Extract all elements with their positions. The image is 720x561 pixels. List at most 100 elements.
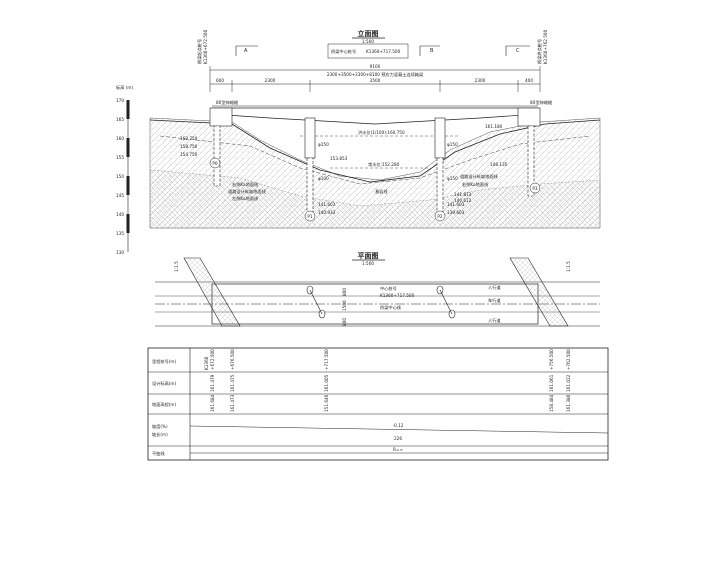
curve-value: R=∞: [393, 447, 403, 452]
pier-label: P1: [307, 214, 313, 219]
table-cell: 161.022: [566, 374, 571, 392]
geo-note: 左侧Ka地面线: [232, 195, 259, 202]
dim-3: 3500: [370, 78, 381, 83]
table-cell: 161.684: [210, 394, 215, 412]
table-cell: K1360: [204, 356, 209, 370]
table-cell: 161.380: [566, 394, 571, 412]
left-abutment-label: 桥梁起点桩号: [196, 39, 203, 64]
plan-title: 平面图: [358, 251, 379, 260]
row-label: 设计标高(m): [152, 380, 176, 387]
pile-bottom-elev: 141.603: [318, 202, 336, 207]
right-elev: 141.813: [454, 192, 472, 197]
elev-tick: 165: [116, 117, 124, 122]
pier-label: P0: [212, 161, 218, 166]
plan-piers: [306, 285, 456, 319]
bedrock-layer: [149, 169, 601, 229]
section-marks: A B C: [235, 45, 530, 56]
right-elev: 140.612: [454, 198, 472, 203]
lane-mid: 车行道: [488, 297, 501, 304]
pile-bottom-elev: 139.603: [447, 210, 465, 215]
plan-scale: 1:500: [362, 261, 374, 266]
plan-dim: 800: [342, 288, 347, 296]
pile-dia: φ100: [318, 176, 329, 181]
lane-bottom: 人行道: [488, 317, 501, 324]
pile-bottom-elev: 141.603: [447, 202, 465, 207]
left-abutment: [209, 107, 233, 127]
table-cell: 151.646: [324, 394, 329, 412]
left-elev: 162.750: [180, 136, 198, 141]
row-label: 里程桩号(m): [152, 358, 176, 365]
design-grade-line: [159, 135, 591, 185]
mid-elev: 153.853: [330, 156, 348, 161]
plan-bridge-center: 桥梁中心线: [380, 304, 402, 311]
table-cell: 158.484: [549, 394, 554, 412]
plan-dim: 1500: [342, 300, 347, 311]
right-abutment-label: 桥梁终点桩号: [536, 39, 543, 64]
elev-tick: 140: [116, 212, 124, 217]
length-value: 226: [394, 436, 402, 441]
geo-note: 基岩线: [375, 188, 388, 195]
bridge-center-label: 桥梁中心桩号: [331, 48, 356, 55]
right-abutment-station: K1360+762.500: [543, 29, 548, 64]
table-cell: 161.473: [230, 394, 235, 412]
ground-elev-row: 161.684 161.473 151.646 158.484 161.380: [210, 394, 571, 412]
dim-4: 2300: [475, 78, 486, 83]
elevation-scale: 1:500: [362, 39, 374, 44]
right-abutment: [517, 107, 541, 127]
elev-tick: 150: [116, 174, 124, 179]
row-label: 地面高程(m): [152, 401, 176, 408]
elev-tick: 155: [116, 155, 124, 160]
station-row: K1360 +672.500 +676.500 +717.500 +756.50…: [204, 349, 571, 370]
right-elev: 148.135: [490, 162, 508, 167]
table-cell: +672.500: [210, 349, 215, 370]
table-cell: +762.500: [566, 349, 571, 370]
table-cell: 161.061: [549, 374, 554, 392]
length-label: 坡长(m): [152, 431, 168, 438]
grade-label: 坡度(%): [152, 423, 168, 430]
bridge-center-station: K1360+717.500: [366, 49, 401, 54]
pile-dia: φ150: [447, 176, 458, 181]
normal-water-level: 常水位:152.280: [368, 161, 400, 168]
span-note: 2300+3500+2300+8100 预应力混凝土连续箱梁: [327, 71, 424, 78]
dim-5: 400: [525, 78, 533, 83]
geo-note: 道路设计纵坡地面线: [460, 173, 499, 180]
elevation-axis: 标高 (m) 170 165 160 155 150 145 140 135 1…: [116, 84, 133, 255]
dim-1: 600: [216, 78, 224, 83]
plan-view: 平面图 1:500 1:1.5 1:1.5 800 1500: [155, 251, 600, 327]
plan-center-label: 中心桩号: [380, 285, 397, 292]
section-mark-a: A: [244, 48, 248, 54]
pier-labels: P0 P1 P2 P3: [209, 157, 541, 222]
grade-value: -0.12: [393, 423, 404, 428]
plan-center-station: K1360+717.500: [380, 293, 415, 298]
pile-dia: φ150: [447, 142, 458, 147]
right-elev: 161.180: [485, 124, 503, 129]
elev-tick: 135: [116, 231, 124, 236]
elev-tick: 130: [116, 250, 124, 255]
curve-label: 平曲线: [152, 450, 165, 457]
left-elev: 154.750: [180, 152, 198, 157]
geo-note: 右侧Ka地面线: [232, 181, 259, 188]
table-cell: +676.500: [230, 349, 235, 370]
elev-tick: 160: [116, 136, 124, 141]
pier-label: P3: [532, 186, 538, 191]
plan-dim: 800: [342, 318, 347, 326]
elev-axis-label: 标高 (m): [116, 84, 133, 91]
grade-line: [189, 425, 609, 434]
design-elev-row: 161.479 161.475 161.005 161.061 161.022: [210, 374, 571, 392]
geo-note: 道路设计纵坡地面线: [228, 188, 267, 195]
dimension-lines: [209, 66, 541, 92]
slope-left: 1:1.5: [174, 261, 179, 272]
total-length: 9100: [370, 64, 381, 69]
table-cell: 161.475: [230, 374, 235, 392]
pier-label: P2: [437, 214, 443, 219]
section-mark-b: B: [430, 48, 434, 54]
table-cell: 161.479: [210, 374, 215, 392]
dim-2: 2300: [265, 78, 276, 83]
left-abutment-station: K1360+672.500: [203, 29, 208, 64]
table-cell: 161.005: [324, 374, 329, 392]
pile-dia: φ150: [318, 142, 329, 147]
elev-tick: 145: [116, 193, 124, 198]
pile-bottom-elev: 140.933: [318, 210, 336, 215]
section-mark-c: C: [516, 48, 520, 54]
left-elev: 158.750: [180, 144, 198, 149]
